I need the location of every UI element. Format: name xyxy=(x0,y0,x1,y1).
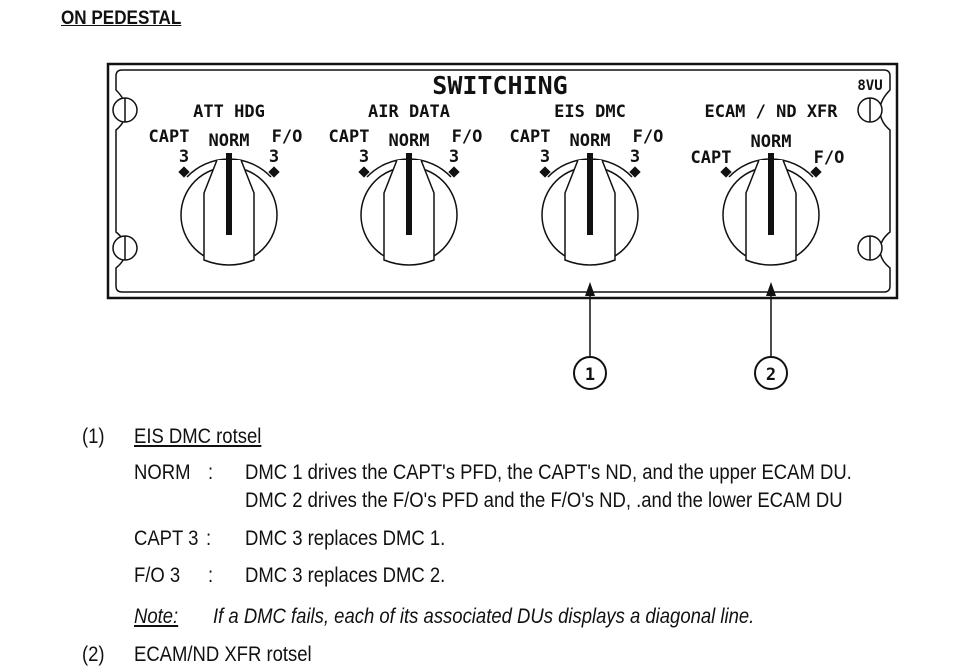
detent-diamond-icon xyxy=(629,166,641,178)
position-label-right: F/O xyxy=(452,127,483,147)
position-label-center: NORM xyxy=(751,132,792,152)
row-fo3-sep: : xyxy=(208,564,214,587)
knob-pointer xyxy=(587,153,593,235)
position-label-right: F/O xyxy=(272,127,303,147)
position-label-left-sub: 3 xyxy=(179,147,189,167)
position-label-left: CAPT xyxy=(329,127,370,147)
screw-icon xyxy=(112,235,138,261)
position-label-center: NORM xyxy=(209,131,250,151)
position-label-left-sub: 3 xyxy=(540,147,550,167)
position-label-left: CAPT xyxy=(149,127,190,147)
selector-name: AIR DATA xyxy=(368,102,450,122)
detent-diamond-icon xyxy=(178,166,190,178)
position-label-right-sub: 3 xyxy=(630,147,640,167)
panel-title: SWITCHING xyxy=(432,71,567,100)
detent-diamond-icon xyxy=(539,166,551,178)
panel-outer-frame xyxy=(106,62,899,300)
row-fo3-key: F/O 3 xyxy=(134,564,181,587)
row-norm-line-1: DMC 1 drives the CAPT's PFD, the CAPT's … xyxy=(245,461,852,484)
position-label-right-sub: 3 xyxy=(449,147,459,167)
callout-2: 2 xyxy=(754,282,788,390)
panel-id: 8VU xyxy=(857,78,882,94)
rotary-selector[interactable]: ECAM / ND XFR CAPT NORM F/O xyxy=(691,102,845,266)
position-label-left-sub: 3 xyxy=(359,147,369,167)
knob-pointer xyxy=(768,153,774,235)
screw-icon xyxy=(857,97,883,123)
selector-name: ATT HDG xyxy=(193,102,265,122)
position-label-center: NORM xyxy=(389,131,430,151)
selector-name: ECAM / ND XFR xyxy=(704,102,838,122)
row-norm-key: NORM xyxy=(134,461,191,484)
detent-diamond-icon xyxy=(810,166,822,178)
position-label-right: F/O xyxy=(633,127,664,147)
item-1-number: (1) xyxy=(82,425,105,448)
note-text: If a DMC fails, each of its associated D… xyxy=(213,605,755,628)
item-1-title: EIS DMC rotsel xyxy=(134,425,262,448)
row-capt3-key: CAPT 3 xyxy=(134,527,199,550)
screw-icon xyxy=(112,97,138,123)
item-2-title: ECAM/ND XFR rotsel xyxy=(134,643,312,666)
knob-pointer xyxy=(406,153,412,235)
callout-number: 2 xyxy=(766,365,776,385)
callout-1: 1 xyxy=(573,282,607,390)
knob-pointer xyxy=(226,153,232,235)
section-header: ON PEDESTAL xyxy=(61,8,182,29)
row-norm-sep: : xyxy=(208,461,214,484)
position-label-right: F/O xyxy=(814,148,845,168)
detent-diamond-icon xyxy=(720,166,732,178)
row-capt3-sep: : xyxy=(206,527,212,550)
screw-icon xyxy=(857,235,883,261)
item-2-number: (2) xyxy=(82,643,105,666)
callout-number: 1 xyxy=(585,365,595,385)
detent-diamond-icon xyxy=(448,166,460,178)
row-fo3-line: DMC 3 replaces DMC 2. xyxy=(245,564,446,587)
position-label-right-sub: 3 xyxy=(269,147,279,167)
selector-name: EIS DMC xyxy=(554,102,626,122)
detent-diamond-icon xyxy=(268,166,280,178)
row-capt3-line: DMC 3 replaces DMC 1. xyxy=(245,527,446,550)
row-norm-line-2: DMC 2 drives the F/O's PFD and the F/O's… xyxy=(245,489,843,512)
position-label-left: CAPT xyxy=(510,127,551,147)
position-label-left: CAPT xyxy=(691,148,732,168)
detent-diamond-icon xyxy=(358,166,370,178)
note-label: Note: xyxy=(134,605,179,628)
arrow-up-icon xyxy=(766,282,776,296)
arrow-up-icon xyxy=(585,282,595,296)
position-label-center: NORM xyxy=(570,131,611,151)
